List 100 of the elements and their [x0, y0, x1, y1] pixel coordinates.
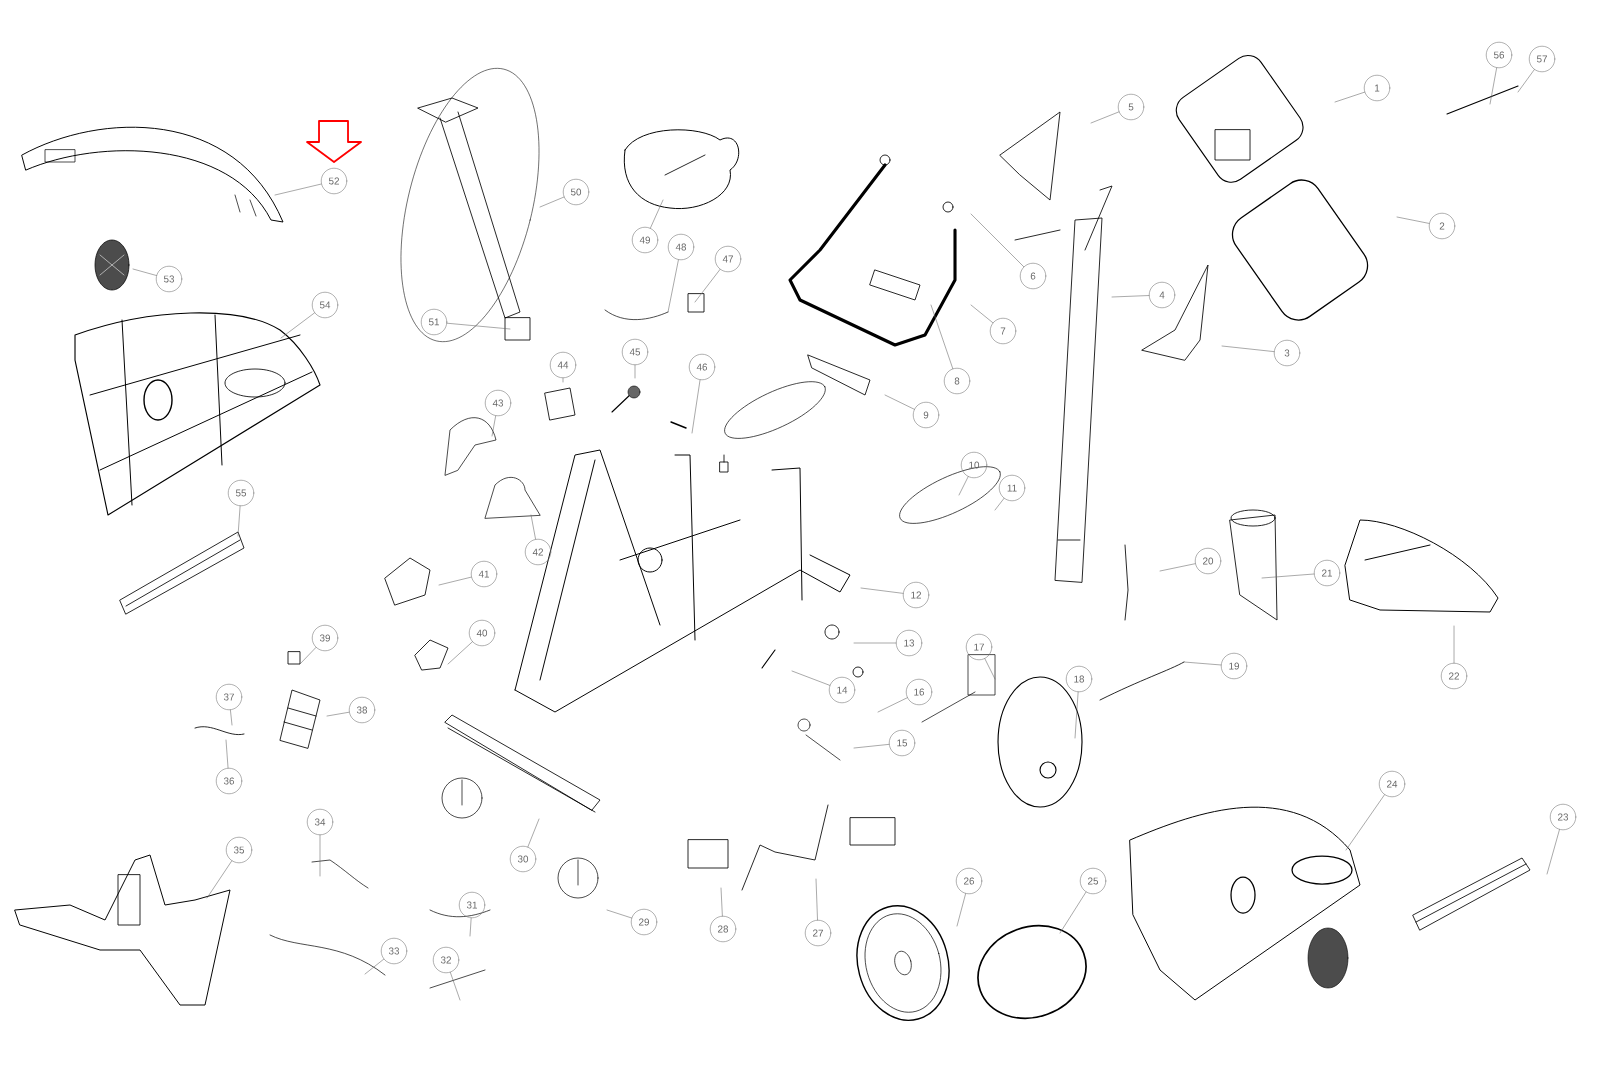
callout-number: 32: [432, 946, 460, 974]
leader-line: [1261, 573, 1315, 579]
leader-line: [860, 587, 904, 594]
leader-line: [206, 860, 233, 899]
callout-number: 22: [1440, 662, 1468, 690]
leader-line: [230, 709, 233, 726]
callout-number: 1: [1363, 74, 1391, 102]
leader-line: [930, 304, 954, 369]
callout-number: 57: [1528, 45, 1556, 73]
callout-number: 10: [960, 451, 988, 479]
leader-line: [1546, 829, 1560, 875]
callout-number: 16: [905, 678, 933, 706]
leader-line: [815, 878, 818, 921]
callout-number: 53: [155, 265, 183, 293]
leader-line: [438, 576, 472, 586]
callout-number: 29: [630, 908, 658, 936]
leader-line: [1059, 891, 1087, 934]
leader-line: [970, 304, 994, 324]
leader-line: [650, 199, 664, 229]
leader-line: [791, 670, 831, 686]
callout-number: 23: [1549, 803, 1577, 831]
leader-line: [694, 269, 721, 303]
leader-line: [299, 647, 317, 665]
leader-line: [446, 322, 511, 330]
leader-line: [530, 514, 536, 540]
callout-number: 13: [895, 629, 923, 657]
callout-number: 33: [380, 937, 408, 965]
leader-line: [491, 415, 496, 437]
callout-number: 19: [1220, 652, 1248, 680]
callout-number: 55: [227, 479, 255, 507]
leader-line: [877, 697, 908, 713]
callout-number: 12: [902, 581, 930, 609]
leader-line: [970, 213, 1025, 268]
callout-number: 38: [348, 696, 376, 724]
callout-number: 35: [225, 836, 253, 864]
leader-line: [1074, 691, 1079, 739]
callout-number: 42: [524, 538, 552, 566]
callout-number: 36: [215, 767, 243, 795]
callout-number: 21: [1313, 559, 1341, 587]
leader-line: [691, 379, 701, 434]
leader-line: [958, 476, 969, 496]
callout-number: 54: [311, 291, 339, 319]
callout-number: 56: [1485, 41, 1513, 69]
leader-line: [326, 711, 350, 717]
callout-number: 2: [1428, 212, 1456, 240]
callout-number: 44: [549, 351, 577, 379]
leader-line: [274, 183, 322, 196]
leader-line: [956, 893, 966, 927]
callout-number: 9: [912, 401, 940, 429]
callout-number: 26: [955, 867, 983, 895]
callout-number: 45: [621, 338, 649, 366]
leader-line: [1345, 794, 1385, 851]
leader-line: [319, 834, 321, 877]
callout-number: 49: [631, 226, 659, 254]
leader-line: [562, 377, 564, 383]
callout-number: 40: [468, 619, 496, 647]
leader-line: [1183, 661, 1222, 666]
callout-number: 47: [714, 245, 742, 273]
leader-line: [853, 744, 890, 749]
callout-number: 50: [562, 178, 590, 206]
leader-line: [527, 818, 540, 848]
leader-line: [994, 498, 1005, 511]
callout-number: 52: [320, 167, 348, 195]
callout-number: 37: [215, 683, 243, 711]
leader-line: [667, 259, 679, 313]
leader-line: [1111, 295, 1150, 298]
leader-line: [469, 917, 472, 937]
callout-number: 15: [888, 729, 916, 757]
callout-number: 25: [1079, 867, 1107, 895]
callout-number: 6: [1019, 262, 1047, 290]
leader-line: [884, 394, 915, 410]
leader-line: [280, 312, 315, 339]
callout-number: 8: [943, 367, 971, 395]
leader-line: [364, 958, 385, 975]
callout-number: 30: [509, 845, 537, 873]
callout-number: 5: [1117, 93, 1145, 121]
leader-line: [447, 641, 473, 665]
leader-line: [853, 642, 897, 644]
callout-number: 46: [688, 353, 716, 381]
callout-number: 28: [709, 915, 737, 943]
callout-number: 20: [1194, 547, 1222, 575]
leader-line: [634, 364, 636, 379]
callout-number: 18: [1065, 665, 1093, 693]
leader-line: [1396, 216, 1430, 224]
leader-line: [132, 268, 157, 276]
callout-number: 43: [484, 389, 512, 417]
callout-number: 34: [306, 808, 334, 836]
callout-number: 51: [420, 308, 448, 336]
callout-number: 4: [1148, 281, 1176, 309]
callout-number: 39: [311, 624, 339, 652]
callout-number: 17: [965, 633, 993, 661]
leader-line: [1517, 69, 1535, 93]
callout-number: 24: [1378, 770, 1406, 798]
leader-line: [1090, 111, 1120, 124]
leader-line: [1221, 345, 1275, 352]
leader-line: [539, 196, 565, 208]
callout-number: 3: [1273, 339, 1301, 367]
callout-number: 31: [458, 891, 486, 919]
callout-number: 27: [804, 919, 832, 947]
leader-line: [606, 909, 632, 919]
